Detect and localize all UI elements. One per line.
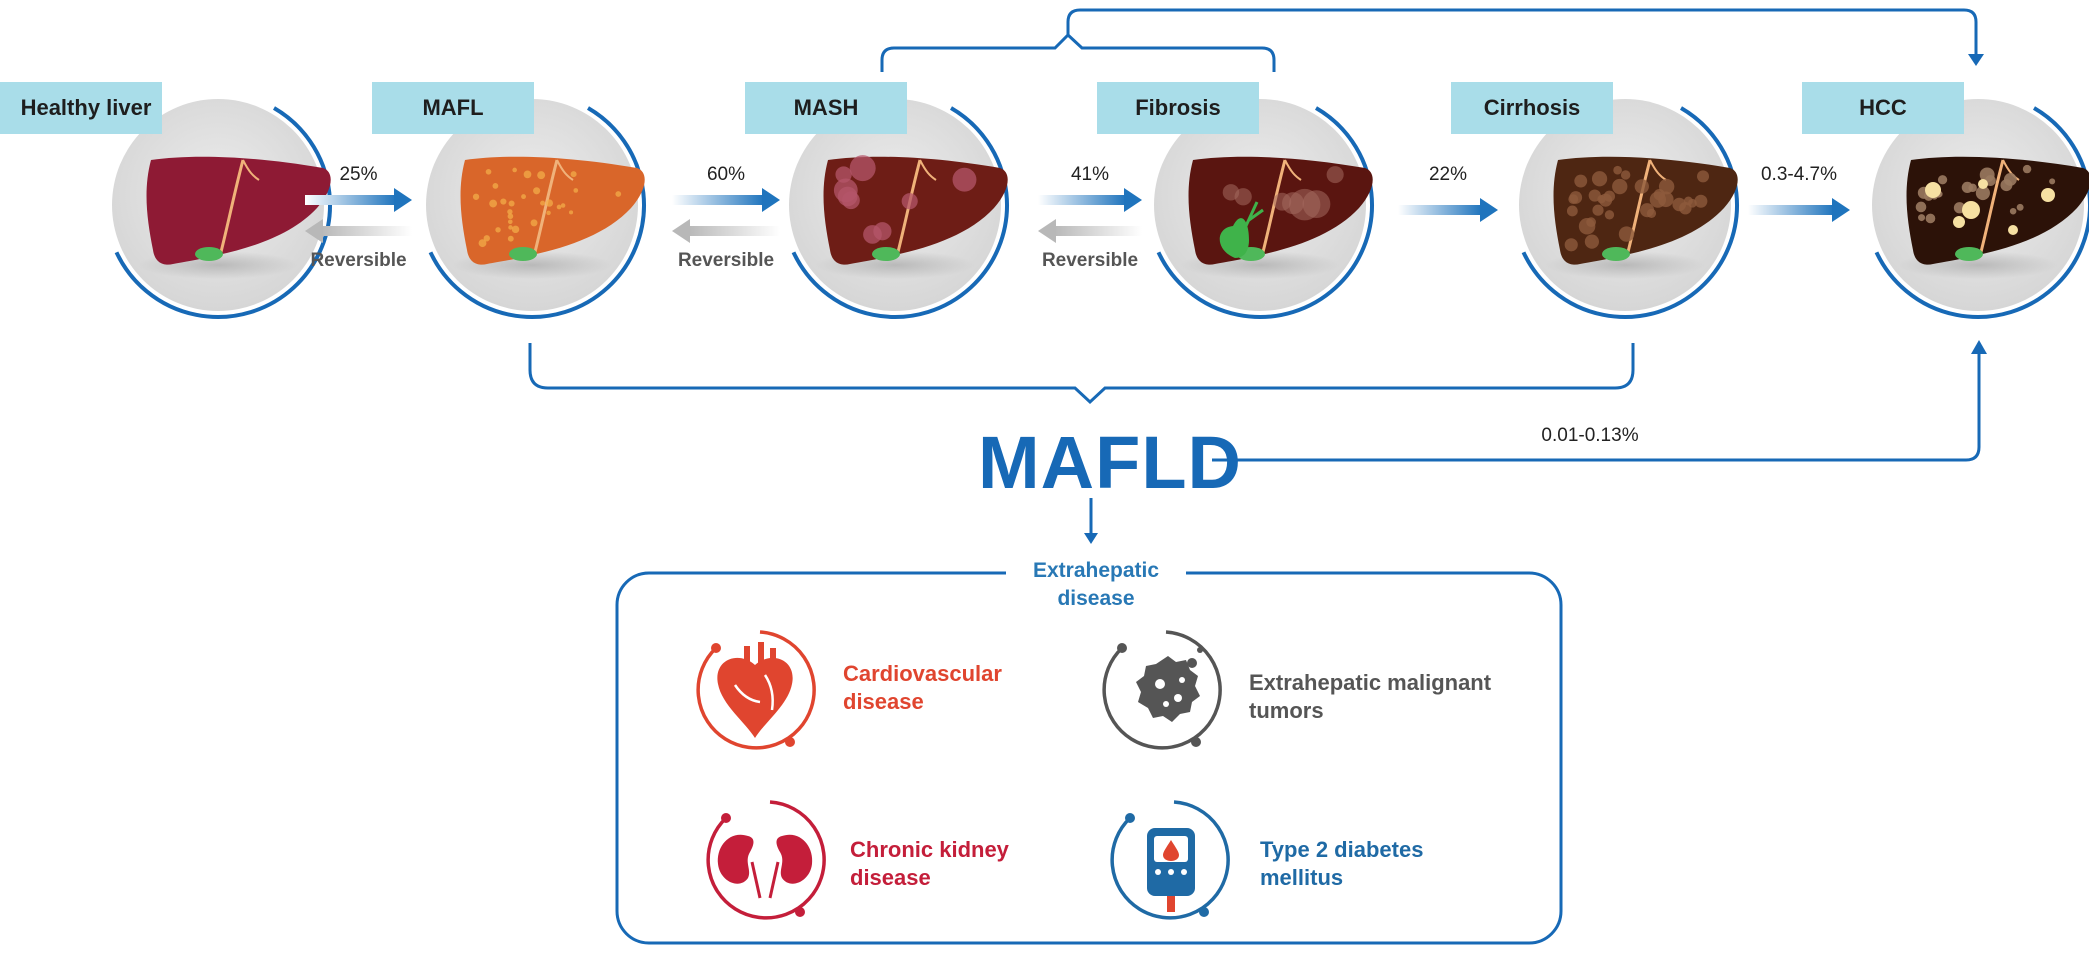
- stage-label-fibrosis: Fibrosis: [1135, 95, 1221, 120]
- forward-arrow: [672, 195, 764, 205]
- stages-layer: [112, 99, 2089, 319]
- reverse-arrowhead: [1038, 219, 1056, 243]
- stage-cirrhosis: [1519, 99, 1739, 319]
- forward-arrowhead: [1832, 198, 1850, 222]
- heart-icon: [696, 630, 816, 750]
- stage-label-box-mafl: [372, 82, 534, 134]
- stage-fibrosis: [1154, 99, 1374, 319]
- reverse-arrow: [321, 226, 412, 236]
- stage-label-mash: MASH: [793, 95, 859, 120]
- stage-label-mafl: MAFL: [422, 95, 484, 120]
- liver-icon: [1188, 156, 1373, 265]
- transition-2: [1038, 188, 1142, 243]
- transition-4: [1748, 198, 1850, 222]
- stage-ring: [1156, 106, 1374, 319]
- stage-label-cirrhosis: Cirrhosis: [1483, 95, 1581, 120]
- reverse-arrow: [1054, 226, 1142, 236]
- forward-arrow: [1398, 205, 1482, 215]
- liver-icon: [823, 155, 1008, 265]
- mafld-title: MAFLD: [978, 421, 1242, 504]
- stage-ring: [428, 106, 646, 319]
- stage-ring: [114, 106, 332, 319]
- tumor-cell-icon: [1102, 630, 1222, 750]
- reverse-arrowhead: [305, 219, 323, 243]
- mafld-down-arrowhead: [1084, 533, 1098, 544]
- liver-icon: [1553, 156, 1738, 265]
- stage-label-healthy-liver: Healthy liver: [20, 95, 152, 120]
- stage-label-box-healthy-liver: [0, 82, 162, 134]
- cardiovascular-disease-label: Cardiovascular disease: [843, 661, 1002, 714]
- mafld-to-hcc-percent: 0.01-0.13%: [1541, 425, 1639, 446]
- transition-0: [305, 188, 412, 243]
- extrahepatic-title: Extrahepatic disease: [1006, 557, 1186, 613]
- transition-percent: 0.3-4.7%: [1760, 164, 1838, 185]
- forward-arrowhead: [1124, 188, 1142, 212]
- stage-mafl: [426, 99, 646, 319]
- stage-label-box-cirrhosis: [1451, 82, 1613, 134]
- transition-3: [1398, 198, 1498, 222]
- transition-percent: 22%: [1428, 164, 1468, 185]
- extrahepatic-tumors-label: Extrahepatic malignant tumors: [1249, 670, 1492, 723]
- reversible-label: Reversible: [1041, 250, 1139, 271]
- mafld-to-hcc-line: [1212, 350, 1981, 462]
- stage-ring: [1521, 106, 1739, 319]
- stage-mash: [789, 99, 1009, 319]
- stage-label-box-fibrosis: [1097, 82, 1259, 134]
- stage-label-hcc: HCC: [1859, 95, 1907, 120]
- type2-diabetes-label: Type 2 diabetes mellitus: [1260, 837, 1424, 890]
- chronic-kidney-disease-label: Chronic kidney disease: [850, 837, 1009, 890]
- liver-icon: [146, 156, 331, 265]
- mafld-to-hcc-arrowhead: [1971, 340, 1987, 354]
- reverse-arrow: [688, 226, 780, 236]
- forward-arrow: [1038, 195, 1126, 205]
- liver-icon: [460, 156, 645, 265]
- liver-icon: [1906, 156, 2089, 265]
- mafld-bracket: [528, 343, 1635, 405]
- forward-arrow: [305, 195, 396, 205]
- reversible-label: Reversible: [677, 250, 775, 271]
- reversible-label: Reversible: [310, 250, 407, 271]
- kidney-icon: [706, 800, 826, 920]
- bracket-to-hcc-connector: [1066, 8, 1978, 62]
- transition-arrows: [305, 188, 1850, 243]
- bracket-to-hcc-arrowhead: [1968, 54, 1984, 66]
- transition-1: [672, 188, 780, 243]
- stage-label-box-hcc: [1802, 82, 1964, 134]
- stage-ring: [791, 106, 1009, 319]
- forward-arrowhead: [394, 188, 412, 212]
- stage-healthy-liver: [112, 99, 332, 319]
- forward-arrow: [1748, 205, 1834, 215]
- glucose-meter-icon: [1110, 800, 1230, 920]
- stage-label-box-mash: [745, 82, 907, 134]
- mash-fibrosis-bracket: [880, 32, 1276, 72]
- stage-ring: [1874, 106, 2089, 319]
- forward-arrowhead: [762, 188, 780, 212]
- reverse-arrowhead: [672, 219, 690, 243]
- forward-arrowhead: [1480, 198, 1498, 222]
- transition-percent: 60%: [706, 164, 746, 185]
- transition-percent: 25%: [339, 164, 378, 185]
- transition-percent: 41%: [1070, 164, 1110, 185]
- stage-hcc: [1872, 99, 2089, 319]
